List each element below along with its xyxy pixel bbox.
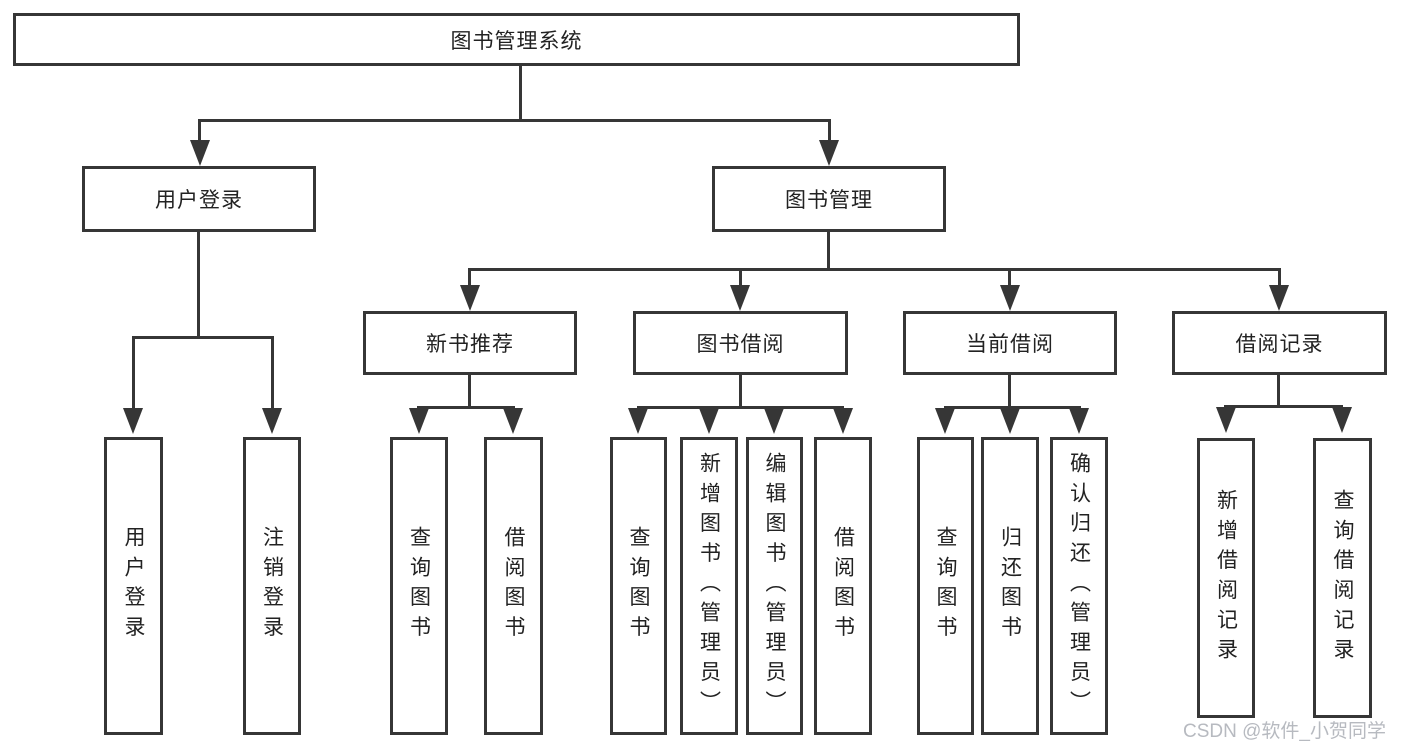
node-label: 查询借阅记录 [1331,488,1354,668]
node-label: 图书借阅 [696,333,785,356]
connector-stem [1277,375,1280,406]
connector-branch [1224,405,1343,408]
connector-stem [271,336,274,410]
node-label: 图书管理系统 [450,29,583,53]
node-user-login: 用户登录 [82,166,316,232]
connector-stem [468,375,471,406]
connector-branch [944,406,1081,409]
arrowhead-down-icon [628,408,648,434]
arrowhead-down-icon [1000,408,1020,434]
connector-branch [132,336,273,339]
arrowhead-down-icon [460,285,480,311]
connector-stem [739,375,742,406]
arrowhead-down-icon [190,140,210,166]
arrowhead-down-icon [1069,408,1089,434]
arrowhead-down-icon [1332,407,1352,433]
node-label: 查询图书 [934,526,957,646]
node-book-borrow: 图书借阅 [633,311,848,375]
connector-stem [1008,268,1011,287]
watermark: CSDN @软件_小贺同学 [1183,721,1386,742]
node-label: 当前借阅 [966,333,1054,356]
arrowhead-down-icon [1000,285,1020,311]
connector-stem [1278,268,1281,287]
node-label: 编辑图书（管理员） [763,451,786,721]
node-label: 用户登录 [122,526,145,646]
leaf-confirm-return-admin: 确认归还（管理员） [1050,437,1108,735]
arrowhead-down-icon [819,140,839,166]
node-borrow-records: 借阅记录 [1172,311,1387,375]
arrowhead-down-icon [935,408,955,434]
leaf-return-books: 归还图书 [981,437,1039,735]
leaf-query-borrow-record: 查询借阅记录 [1313,438,1372,718]
arrowhead-down-icon [699,408,719,434]
node-label: 借阅图书 [831,526,855,646]
node-library-management-system: 图书管理系统 [13,13,1020,66]
arrowhead-down-icon [503,408,523,434]
arrowhead-down-icon [764,408,784,434]
connector-stem [1008,375,1011,406]
leaf-add-borrow-record: 新增借阅记录 [1197,438,1255,718]
leaf-query-books-borrow: 查询图书 [610,437,667,735]
node-label: 查询图书 [627,526,650,646]
arrowhead-down-icon [1216,407,1236,433]
node-current-borrow: 当前借阅 [903,311,1117,375]
connector-stem [197,232,200,336]
connector-branch [637,406,844,409]
node-label: 注销登录 [260,526,284,646]
connector-stem [828,119,831,143]
connector-stem [519,66,522,119]
leaf-query-books-current: 查询图书 [917,437,974,735]
arrowhead-down-icon [409,408,429,434]
node-label: 借阅记录 [1235,333,1324,356]
node-label: 用户登录 [155,189,243,212]
node-label: 新增借阅记录 [1214,488,1238,668]
leaf-user-login: 用户登录 [104,437,163,735]
leaf-logout-login: 注销登录 [243,437,301,735]
node-label: 归还图书 [998,526,1022,646]
leaf-query-books-recommend: 查询图书 [390,437,448,735]
connector-stem [827,232,830,268]
node-book-management: 图书管理 [712,166,946,232]
leaf-edit-book-admin: 编辑图书（管理员） [746,437,803,735]
connector-branch [468,268,1280,271]
leaf-borrow-books-recommend: 借阅图书 [484,437,543,735]
connector-branch [417,406,515,409]
node-label: 借阅图书 [502,526,525,646]
connector-stem [198,119,201,143]
node-label: 新书推荐 [426,333,514,356]
node-new-book-recommend: 新书推荐 [363,311,577,375]
node-label: 图书管理 [785,189,873,212]
node-label: 新增图书（管理员） [697,451,721,721]
connector-stem [739,268,742,287]
node-label: 查询图书 [407,526,431,646]
leaf-borrow-books: 借阅图书 [814,437,872,735]
leaf-add-book-admin: 新增图书（管理员） [680,437,738,735]
arrowhead-down-icon [833,408,853,434]
connector-branch [198,119,831,122]
connector-stem [468,268,471,287]
node-label: 确认归还（管理员） [1067,451,1091,721]
arrowhead-down-icon [730,285,750,311]
arrowhead-down-icon [123,408,143,434]
connector-stem [132,336,135,410]
arrowhead-down-icon [1269,285,1289,311]
arrowhead-down-icon [262,408,282,434]
